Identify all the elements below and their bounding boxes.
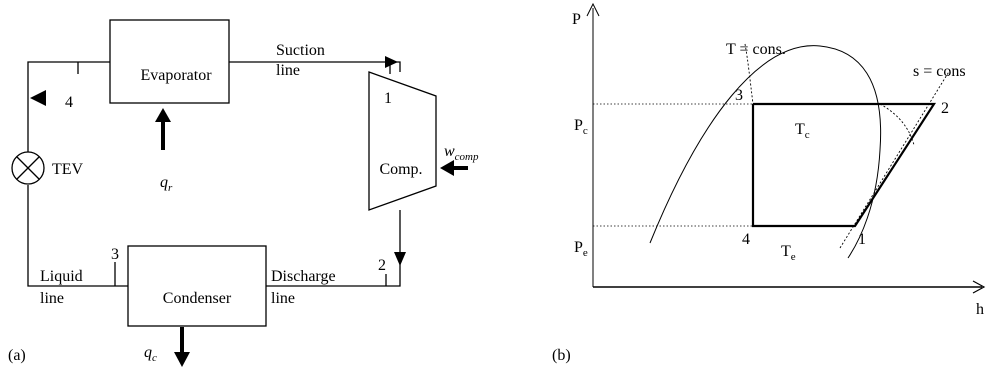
te-label: Te	[781, 243, 796, 263]
h-axis-arrowhead	[972, 280, 986, 294]
saturation-dome	[649, 45, 882, 259]
state-1-label: 1	[384, 90, 392, 107]
state-2-label: 2	[378, 257, 386, 274]
liquid-line-label-1: Liquid	[40, 268, 83, 285]
pipes	[27, 61, 401, 287]
h-axis-label: h	[976, 301, 984, 318]
liquid-flow-arrow	[30, 90, 46, 106]
evaporator-box	[109, 19, 230, 104]
discharge-line-label-2: line	[271, 290, 295, 307]
condenser-label: Condenser	[163, 290, 232, 307]
evaporator-label: Evaporator	[140, 67, 212, 84]
ph-state-2-label: 2	[941, 100, 949, 117]
q-c-arrow-icon	[174, 327, 190, 367]
condenser-box	[127, 245, 267, 327]
panel-b-caption: (b)	[552, 347, 571, 364]
compressor-shape	[368, 71, 437, 211]
panel-a-caption: (a)	[8, 347, 26, 364]
state-ticks	[77, 62, 391, 286]
q-c-label: qc	[144, 344, 157, 364]
isotherm-dotted-right	[879, 103, 915, 146]
ph-state-4-label: 4	[742, 231, 750, 248]
tc-label: Tc	[795, 121, 810, 141]
ph-state-3-label: 3	[735, 87, 743, 104]
p-axis-arrowhead	[586, 2, 600, 17]
liquid-line-label-2: line	[40, 290, 64, 307]
p-axis-label: P	[572, 11, 581, 28]
discharge-line-label-1: Discharge	[271, 268, 336, 285]
tev-label: TEV	[52, 161, 84, 178]
pe-label: Pe	[574, 239, 588, 259]
cycle-schematic: Evaporator Condenser Comp. TEV Suction l…	[8, 19, 479, 367]
flow-arrows	[30, 56, 406, 266]
pipe-discharge	[266, 210, 401, 287]
t-const-label: T = cons.	[726, 41, 786, 58]
state-3-label: 3	[111, 246, 119, 263]
discharge-flow-arrow	[394, 252, 406, 266]
pipe-tev-to-condenser	[27, 185, 128, 287]
refrigeration-cycle-path	[751, 102, 937, 228]
isentrope-dotted	[839, 69, 951, 249]
compressor-label: Comp.	[379, 161, 422, 178]
q-r-label: qr	[160, 174, 173, 194]
ph-state-1-label: 1	[858, 231, 866, 248]
suction-flow-arrow	[385, 56, 398, 68]
s-const-label: s = cons	[913, 63, 966, 80]
state-4-label: 4	[65, 94, 73, 111]
suction-line-label-1: Suction	[276, 42, 325, 59]
w-comp-label: wcomp	[444, 143, 479, 163]
w-comp-arrow-icon	[440, 160, 468, 176]
tev-valve-icon	[11, 151, 45, 185]
ph-diagram: P h Pc Pe Tc Te T = cons. s = cons 3 2 4…	[552, 2, 986, 364]
q-r-arrow-icon	[155, 108, 171, 150]
pipe-evap-to-tev	[27, 61, 110, 152]
suction-line-label-2: line	[276, 62, 300, 79]
pc-label: Pc	[574, 117, 588, 137]
isotherm-dotted-left	[744, 43, 754, 105]
pipe-suction	[229, 61, 401, 72]
